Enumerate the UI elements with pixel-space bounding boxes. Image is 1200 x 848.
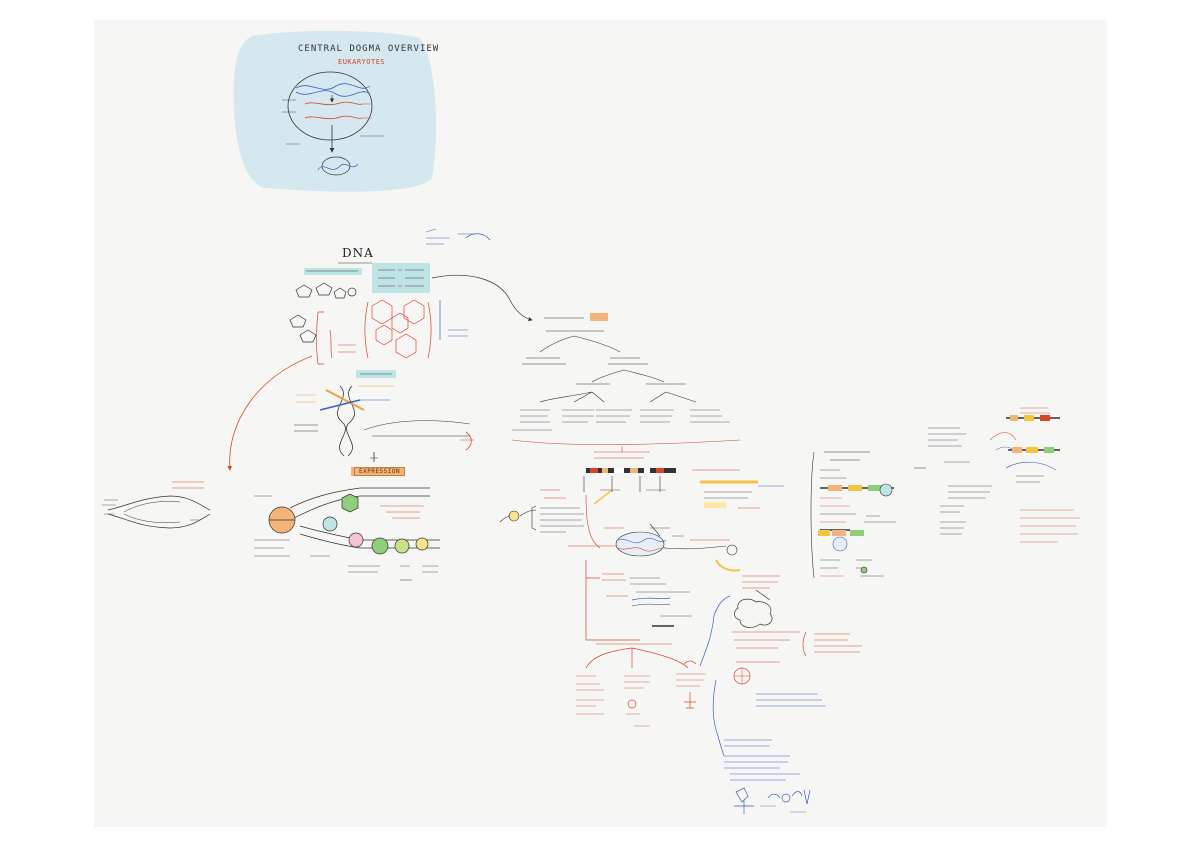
double-helix-sketch bbox=[294, 370, 474, 476]
dna-heading: DNA bbox=[342, 246, 374, 260]
lac-operon-panel bbox=[928, 407, 1080, 543]
red-connector-curve bbox=[227, 355, 313, 471]
replication-machinery bbox=[254, 487, 440, 581]
operon-panel bbox=[810, 451, 926, 579]
replication-bubble bbox=[102, 481, 211, 529]
dna-structure-cluster bbox=[289, 228, 491, 365]
central-dogma-panel bbox=[233, 30, 436, 192]
protein-regulation-section bbox=[699, 589, 862, 814]
central-dogma-subtitle: EUKARYOTES bbox=[338, 58, 386, 66]
gene-classification-tree bbox=[511, 313, 741, 459]
expression-label: EXPRESSION bbox=[354, 467, 406, 476]
gene-structure-section bbox=[499, 468, 784, 589]
regulation-branches bbox=[576, 560, 706, 727]
central-dogma-title: CENTRAL DOGMA OVERVIEW bbox=[298, 44, 440, 54]
dna-to-gene-arrow bbox=[431, 274, 533, 322]
